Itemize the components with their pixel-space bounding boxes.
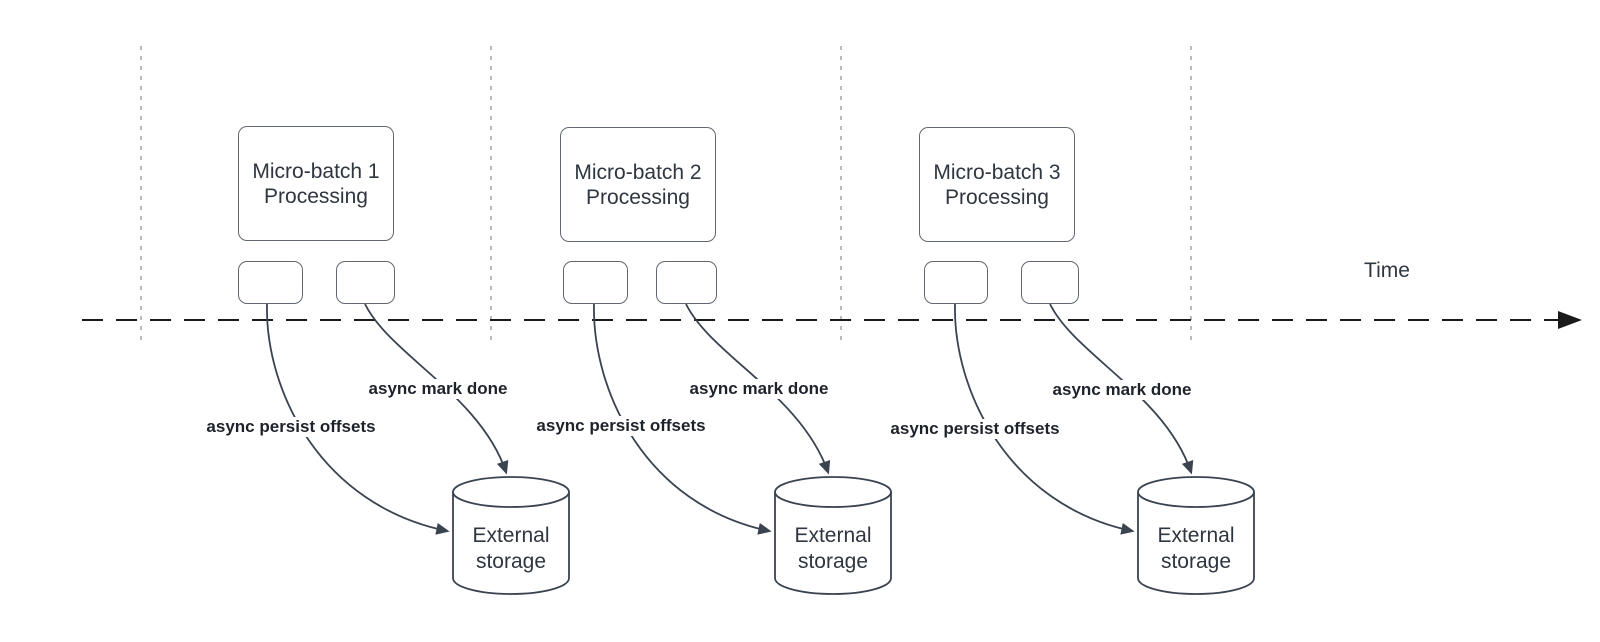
external-storage-cylinder-3: External storage <box>1136 476 1256 596</box>
persist-offsets-arrow-3 <box>954 303 1135 535</box>
done-task-box-2 <box>656 261 717 304</box>
external-storage-cylinder-2: External storage <box>773 476 893 596</box>
mark-done-arrow-1 <box>364 303 509 475</box>
persist-offsets-arrow-2 <box>593 303 772 535</box>
mark-done-arrow-3 <box>1049 303 1194 475</box>
micro-batch-box-1: Micro-batch 1 Processing <box>238 126 394 241</box>
micro-batch-box-2: Micro-batch 2 Processing <box>560 127 716 242</box>
mark-done-arrow-2 <box>685 303 831 475</box>
persist-offsets-label-2: async persist offsets <box>533 416 709 436</box>
offset-task-box-1 <box>238 261 303 304</box>
external-storage-label-2: External storage <box>794 524 872 573</box>
micro-batch-box-3: Micro-batch 3 Processing <box>919 127 1075 242</box>
external-storage-label-1: External storage <box>472 524 550 573</box>
offset-task-box-3 <box>924 261 988 304</box>
persist-offsets-label-1: async persist offsets <box>203 417 379 437</box>
time-axis-label: Time <box>1364 259 1410 282</box>
external-storage-cylinder-1: External storage <box>451 476 571 596</box>
done-task-box-3 <box>1021 261 1079 304</box>
persist-offsets-label-3: async persist offsets <box>887 419 1063 439</box>
mark-done-label-2: async mark done <box>686 379 832 399</box>
mark-done-label-3: async mark done <box>1049 380 1195 400</box>
external-storage-label-3: External storage <box>1157 524 1235 573</box>
cylinder-shape <box>452 476 570 595</box>
persist-offsets-arrow-1 <box>266 303 450 535</box>
mark-done-label-1: async mark done <box>365 379 511 399</box>
cylinder-shape <box>1137 476 1255 595</box>
done-task-box-1 <box>336 261 395 304</box>
time-axis-arrowhead <box>1558 311 1582 329</box>
offset-task-box-2 <box>563 261 628 304</box>
cylinder-shape <box>774 476 892 595</box>
